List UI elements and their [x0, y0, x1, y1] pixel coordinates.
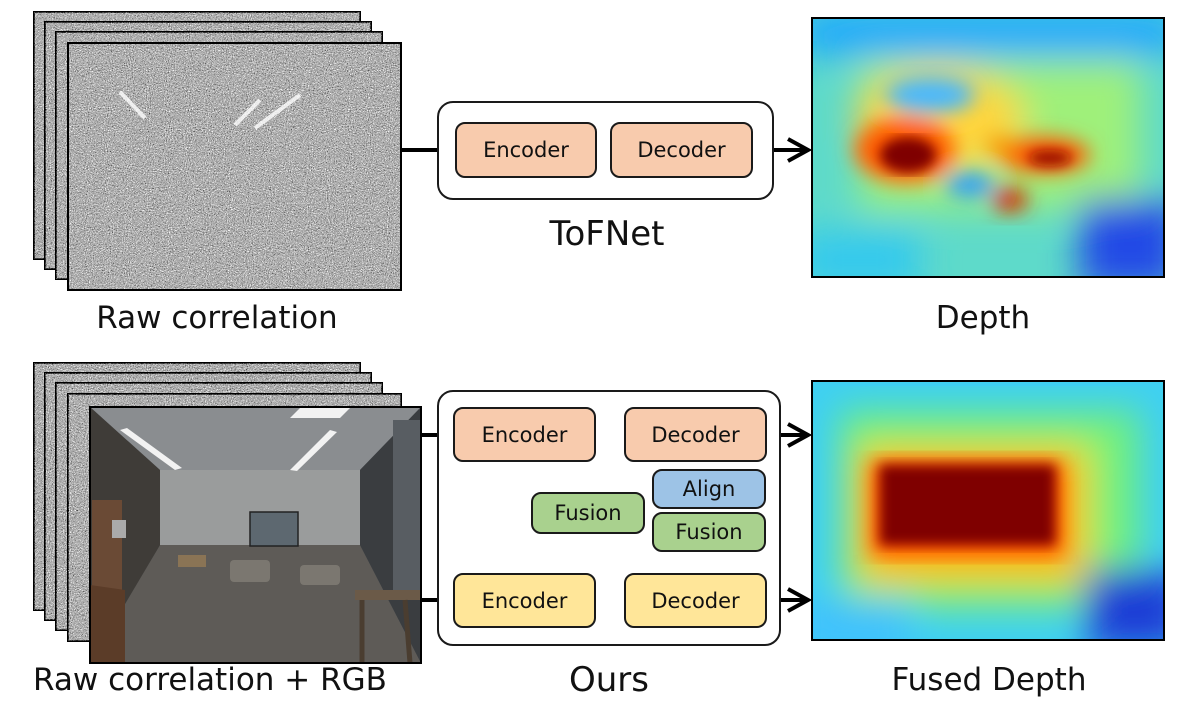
fused-depth-label: Fused Depth [891, 662, 1087, 698]
tofnet-encoder-block: Encoder [455, 122, 597, 178]
raw-correlation-stack-top [33, 11, 402, 291]
ours-label: Ours [568, 660, 650, 700]
ours-tof-decoder-block: Decoder [624, 407, 767, 462]
rgb-image [90, 407, 421, 663]
ours-rgb-decoder-block: Decoder [624, 573, 767, 628]
tofnet-decoder-block: Decoder [610, 122, 753, 178]
depth-map-top [812, 18, 1164, 277]
ours-fusion-right-block: Fusion [652, 512, 766, 552]
tofnet-label: ToFNet [549, 214, 665, 254]
raw-correlation-label: Raw correlation [96, 300, 338, 336]
depth-map-bottom [812, 381, 1164, 640]
depth-label: Depth [935, 300, 1031, 336]
raw-correlation-rgb-label: Raw correlation + RGB [33, 662, 387, 698]
ours-fusion-left-block: Fusion [531, 492, 645, 534]
ours-align-block: Align [652, 469, 766, 509]
ours-tof-encoder-block: Encoder [453, 407, 596, 462]
ours-rgb-encoder-block: Encoder [453, 573, 596, 628]
